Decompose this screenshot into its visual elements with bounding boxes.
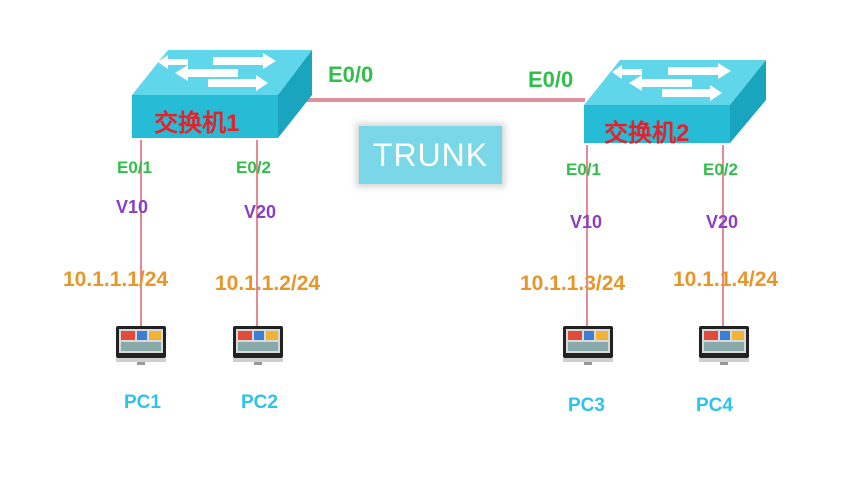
switch-2-trunk-port: E0/0 [528, 67, 574, 92]
pc1-vlan: V10 [116, 197, 149, 217]
pc3-monitor-icon[interactable] [562, 325, 614, 365]
switch-2-port-1: E0/1 [566, 160, 601, 179]
pc4-ip: 10.1.1.4/24 [673, 268, 779, 291]
pc2-name: PC2 [241, 392, 278, 413]
pc3-ip: 10.1.1.3/24 [520, 272, 626, 295]
pc2-monitor-icon[interactable] [232, 325, 284, 365]
trunk-label: TRUNK [372, 136, 489, 173]
pc4-name: PC4 [696, 395, 733, 416]
switch-2-icon[interactable] [580, 55, 768, 151]
pc1-name: PC1 [124, 392, 161, 413]
pc2-vlan: V20 [244, 202, 277, 222]
pc4-monitor-icon[interactable] [698, 325, 750, 365]
switch-1-port-1: E0/1 [117, 158, 152, 177]
pc1-ip: 10.1.1.1/24 [63, 268, 169, 291]
switch-1-icon[interactable] [128, 45, 313, 141]
trunk-label-box: TRUNK [359, 126, 502, 184]
switch-1-trunk-port: E0/0 [328, 62, 374, 87]
switch-2-port-2: E0/2 [703, 160, 738, 179]
switch-2-label: 交换机2 [604, 120, 690, 147]
pc3-name: PC3 [568, 395, 605, 416]
pc3-vlan: V10 [570, 212, 603, 232]
switch-1-port-2: E0/2 [236, 158, 271, 177]
switch-1-label: 交换机1 [154, 110, 240, 137]
pc1-monitor-icon[interactable] [115, 325, 167, 365]
pc4-vlan: V20 [706, 212, 739, 232]
pc2-ip: 10.1.1.2/24 [215, 272, 321, 295]
